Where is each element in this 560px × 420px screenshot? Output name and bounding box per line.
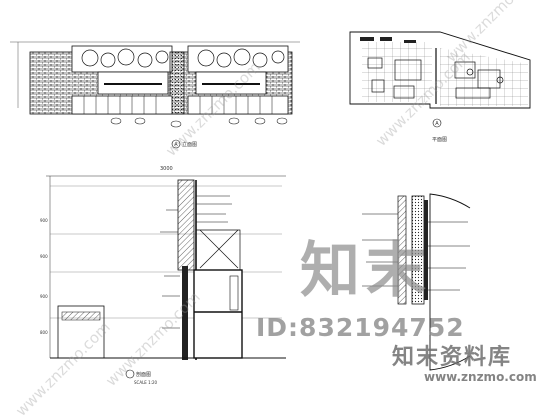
section-dim-1: 900 bbox=[40, 218, 48, 223]
section-dim-3: 900 bbox=[40, 294, 48, 299]
section-dim-2: 900 bbox=[40, 254, 48, 259]
section-drawing: 3000 900 900 900 800 剖面图 SCALE 1:20 bbox=[40, 166, 286, 385]
plan-drawing: A 平面图 bbox=[349, 31, 531, 143]
section-top-dimension: 3000 bbox=[160, 166, 173, 172]
detail-drawing bbox=[362, 193, 471, 371]
elevation-drawing: A 立面图 bbox=[10, 41, 300, 149]
elevation-marker: A bbox=[174, 142, 178, 148]
section-label: 剖面图 bbox=[136, 371, 151, 378]
plan-marker: A bbox=[435, 121, 439, 127]
section-scale: SCALE 1:20 bbox=[134, 380, 158, 385]
elevation-label: 立面图 bbox=[182, 141, 197, 148]
plan-label: 平面图 bbox=[432, 137, 447, 143]
section-dim-4: 800 bbox=[40, 330, 48, 335]
